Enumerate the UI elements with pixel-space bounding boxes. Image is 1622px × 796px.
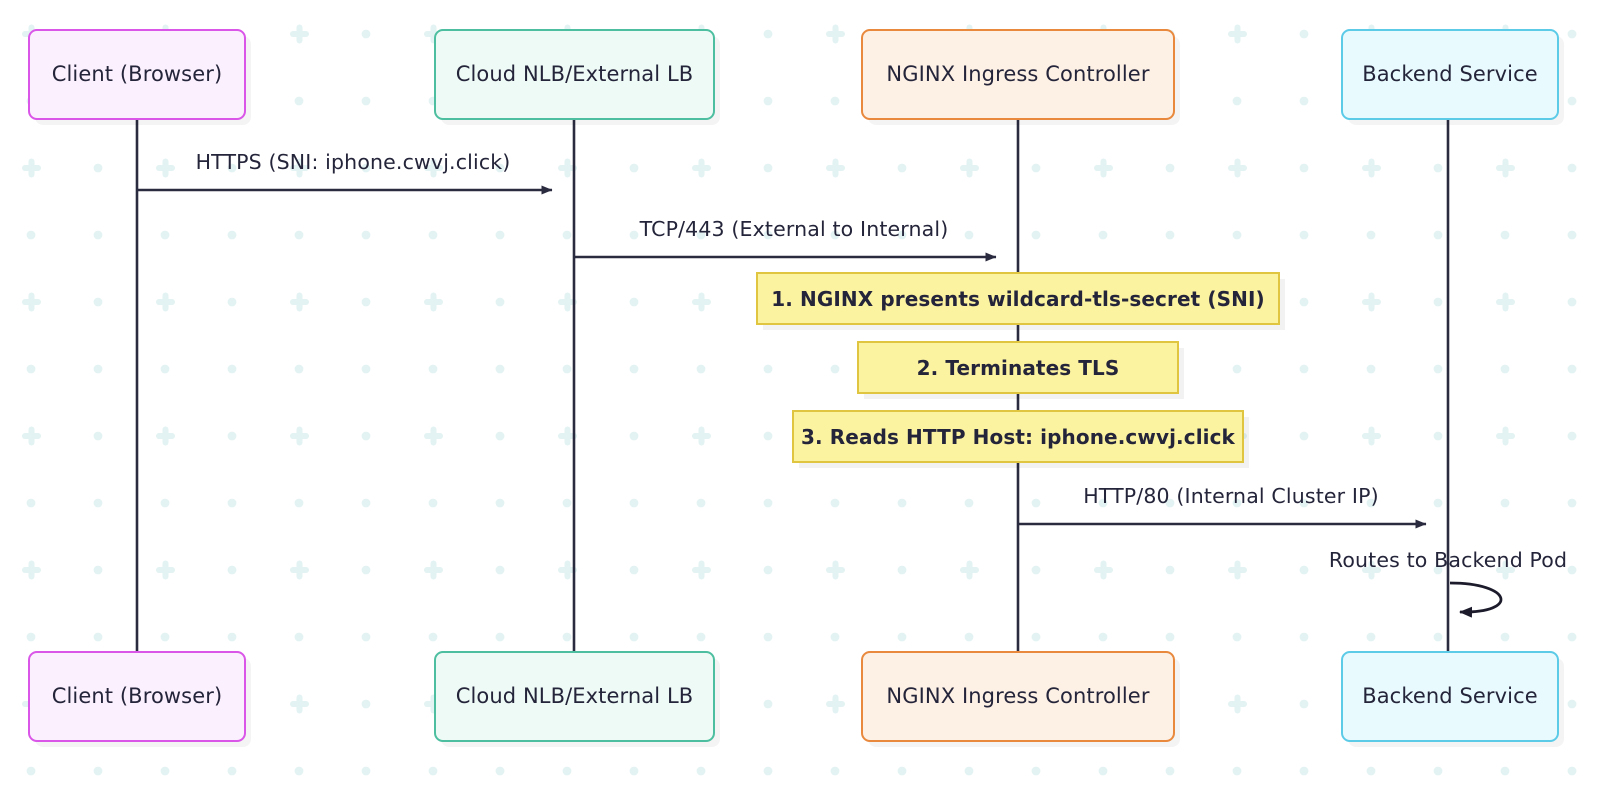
self-loop-arrow-backend [1449,581,1503,618]
participant-box-nlb-top[interactable]: Cloud NLB/External LB [434,29,715,120]
participant-label-nginx-bottom: NGINX Ingress Controller [886,683,1150,708]
message-label-routes-to-backend-pod: Routes to Backend Pod [1328,548,1568,572]
participant-box-backend-bottom[interactable]: Backend Service [1341,651,1559,742]
participant-box-nlb-bottom[interactable]: Cloud NLB/External LB [434,651,715,742]
participant-box-client-bottom[interactable]: Client (Browser) [28,651,246,742]
note-box-3[interactable]: 3. Reads HTTP Host: iphone.cwvj.click [792,410,1244,463]
participant-label-backend-bottom: Backend Service [1362,683,1538,708]
participant-box-client-top[interactable]: Client (Browser) [28,29,246,120]
participant-box-backend-top[interactable]: Backend Service [1341,29,1559,120]
note-box-1[interactable]: 1. NGINX presents wildcard-tls-secret (S… [756,272,1280,325]
message-label-http80: HTTP/80 (Internal Cluster IP) [1083,484,1379,508]
participant-label-nlb-top: Cloud NLB/External LB [455,61,694,86]
participant-label-nginx-top: NGINX Ingress Controller [886,61,1150,86]
note-label-3: 3. Reads HTTP Host: iphone.cwvj.click [801,424,1235,449]
note-label-2: 2. Terminates TLS [916,355,1120,380]
participant-label-backend-top: Backend Service [1362,61,1538,86]
participant-box-nginx-bottom[interactable]: NGINX Ingress Controller [861,651,1175,742]
note-label-1: 1. NGINX presents wildcard-tls-secret (S… [771,286,1265,311]
participant-label-client-top: Client (Browser) [51,61,223,86]
participant-label-nlb-bottom: Cloud NLB/External LB [455,683,694,708]
participant-label-client-bottom: Client (Browser) [51,683,223,708]
note-box-2[interactable]: 2. Terminates TLS [857,341,1179,394]
message-label-tcp443: TCP/443 (External to Internal) [639,217,949,241]
message-label-https: HTTPS (SNI: iphone.cwvj.click) [195,150,511,174]
participant-box-nginx-top[interactable]: NGINX Ingress Controller [861,29,1175,120]
